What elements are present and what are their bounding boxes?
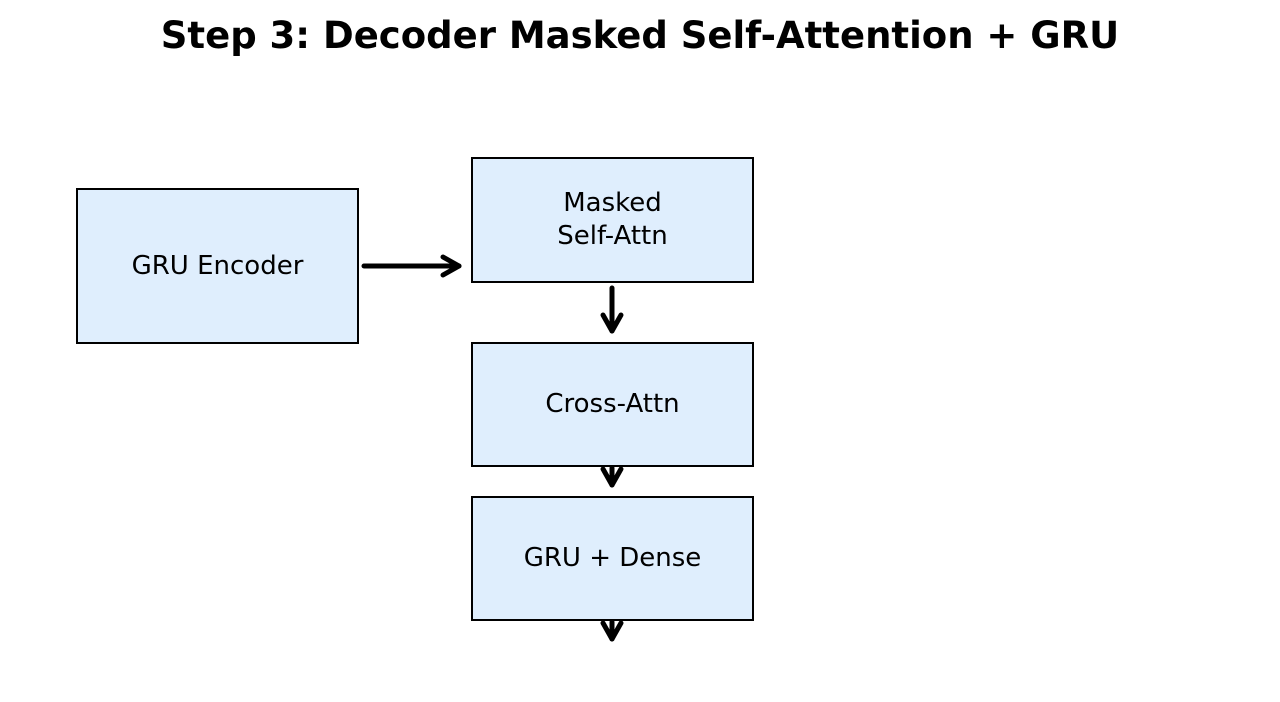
node-label: GRU Encoder <box>131 250 304 281</box>
edge-gru-dense-to-output <box>600 619 624 642</box>
node-label: GRU + Dense <box>523 543 702 573</box>
node-label: Masked Self-Attn <box>557 188 668 251</box>
edge-encoder-to-masked-self-attn <box>361 254 462 278</box>
edge-cross-attn-to-gru-dense <box>600 465 624 488</box>
node-gru-encoder: GRU Encoder <box>76 188 359 344</box>
edge-masked-self-attn-to-cross-attn <box>600 285 624 334</box>
node-masked-self-attn: Masked Self-Attn <box>471 157 754 283</box>
node-cross-attn: Cross-Attn <box>471 342 754 467</box>
node-gru-dense: GRU + Dense <box>471 496 754 621</box>
node-label: Cross-Attn <box>545 389 680 419</box>
diagram-title: Step 3: Decoder Masked Self-Attention + … <box>160 14 1120 57</box>
